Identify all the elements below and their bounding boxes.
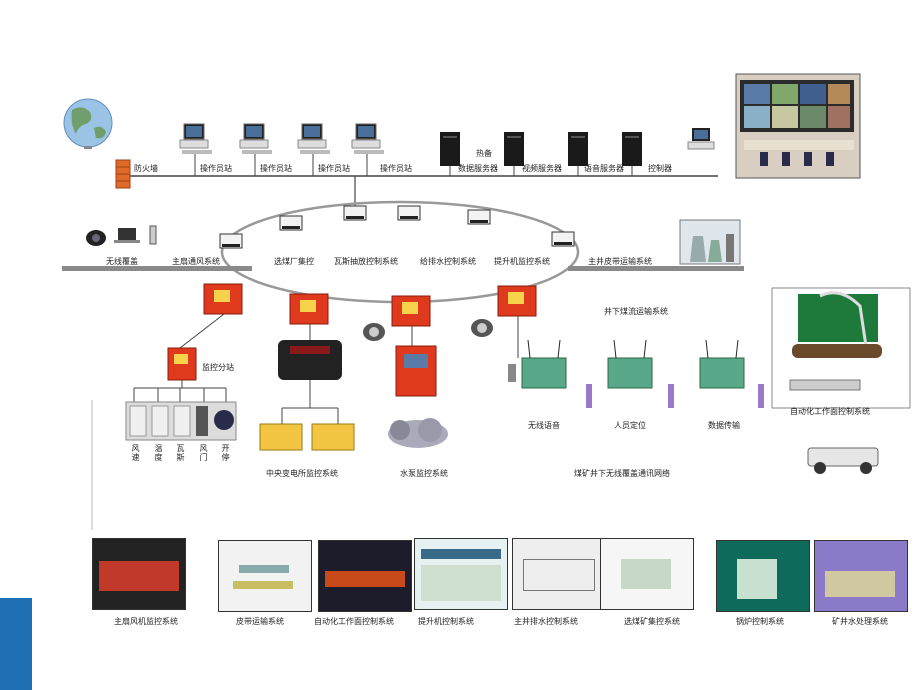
operator-station-label: 操作员站 bbox=[318, 164, 350, 173]
central-substation-label: 中央变电所监控系统 bbox=[266, 469, 338, 478]
sensor-label: 风速 bbox=[131, 444, 140, 462]
sensor-panel-image bbox=[125, 401, 237, 441]
ring-node-label: 瓦斯抽放控制系统 bbox=[334, 257, 398, 266]
laptop-icon bbox=[114, 228, 140, 243]
ring-node-label: 主扇通风系统 bbox=[172, 257, 220, 266]
server-label: 语音服务器 bbox=[584, 164, 624, 173]
wireless-coverage-label: 无线覆盖 bbox=[106, 257, 138, 266]
wireless-node-icon bbox=[699, 339, 745, 389]
firewall-icon bbox=[115, 159, 131, 189]
red-station-icon bbox=[391, 295, 431, 327]
server-label: 视频服务器 bbox=[522, 164, 562, 173]
connector bbox=[281, 380, 339, 424]
sensor-label: 温度 bbox=[154, 444, 163, 462]
sub-station-icon bbox=[167, 347, 197, 381]
wireless-network-label: 煤矿井下无线覆盖通讯网络 bbox=[574, 469, 670, 478]
sensor-label: 开停 bbox=[221, 444, 230, 462]
screenshot-boiler bbox=[716, 540, 810, 612]
red-station-icon bbox=[289, 293, 329, 325]
server-icon bbox=[504, 132, 524, 176]
yellow-box-icon bbox=[311, 423, 355, 451]
ring-node-label: 提升机监控系统 bbox=[494, 257, 550, 266]
red-station-icon bbox=[497, 285, 537, 317]
screenshot-label: 主井排水控制系统 bbox=[514, 617, 578, 626]
ring-switch-icon bbox=[219, 233, 243, 249]
power-plant-image bbox=[679, 219, 741, 265]
wireless-voice-label: 无线语音 bbox=[528, 421, 560, 430]
personnel-label: 人员定位 bbox=[614, 421, 646, 430]
blue-side-tab bbox=[0, 598, 32, 690]
screenshot-label: 皮带运输系统 bbox=[236, 617, 284, 626]
screenshot-label: 选煤矿集控系统 bbox=[624, 617, 680, 626]
control-room-image bbox=[735, 73, 861, 179]
camera-icon bbox=[86, 230, 106, 246]
screenshot-belt bbox=[218, 540, 312, 612]
handheld-icon bbox=[586, 384, 592, 408]
sensor-label: 瓦斯 bbox=[176, 444, 185, 462]
workface-label: 自动化工作面控制系统 bbox=[790, 407, 870, 416]
ring-switch-icon bbox=[397, 205, 421, 221]
screenshot-hoist bbox=[414, 538, 508, 610]
control-cabinet-icon bbox=[395, 345, 437, 397]
switchgear-icon bbox=[278, 340, 342, 380]
operator-station-icon bbox=[351, 123, 384, 176]
firewall-label: 防火墙 bbox=[134, 164, 158, 173]
screenshot-label: 锅炉控制系统 bbox=[736, 617, 784, 626]
ground-strip-right bbox=[568, 266, 744, 271]
operator-station-icon bbox=[239, 123, 272, 176]
handheld-icon bbox=[668, 384, 674, 408]
screenshot-label: 矿井水处理系统 bbox=[832, 617, 888, 626]
screenshot-workface bbox=[318, 540, 412, 612]
workface-image bbox=[771, 287, 911, 409]
red-station-icon bbox=[203, 283, 243, 315]
yellow-box-icon bbox=[259, 423, 303, 451]
operator-station-label: 操作员站 bbox=[200, 164, 232, 173]
server-label: 控制器 bbox=[648, 164, 672, 173]
wireless-node-icon bbox=[521, 339, 567, 389]
server-icon bbox=[568, 132, 588, 176]
globe-icon bbox=[63, 98, 113, 149]
hot-standby-label: 热备 bbox=[476, 149, 492, 158]
handheld-icon bbox=[149, 225, 157, 245]
data-transfer-label: 数据传输 bbox=[708, 421, 740, 430]
ring-node-label: 给排水控制系统 bbox=[420, 257, 476, 266]
operator-station-label: 操作员站 bbox=[260, 164, 292, 173]
handheld-icon bbox=[758, 384, 764, 408]
ring-switch-icon bbox=[279, 215, 303, 231]
operator-station-label: 操作员站 bbox=[380, 164, 412, 173]
mine-vehicle-icon bbox=[807, 447, 879, 474]
pump-icon bbox=[388, 418, 448, 448]
screenshot-coal-prep bbox=[600, 538, 694, 610]
screenshot-water bbox=[814, 540, 908, 612]
sensor-label: 风门 bbox=[199, 444, 208, 462]
server-label: 数据服务器 bbox=[458, 164, 498, 173]
control-station-icon bbox=[687, 128, 715, 150]
operator-station-icon bbox=[179, 123, 212, 176]
ring-node-label: 选煤厂集控 bbox=[274, 257, 314, 266]
coal-flow-label: 井下煤流运输系统 bbox=[604, 307, 668, 316]
screenshot-drainage bbox=[512, 538, 606, 610]
screenshot-fan bbox=[92, 538, 186, 610]
screenshot-label: 主扇风机监控系统 bbox=[114, 617, 178, 626]
server-icon bbox=[440, 132, 460, 176]
sensor-tree bbox=[133, 380, 227, 402]
camera-icon bbox=[471, 319, 493, 337]
ring-switch-icon bbox=[551, 231, 575, 247]
pump-label: 水泵监控系统 bbox=[400, 469, 448, 478]
screenshot-label: 自动化工作面控制系统 bbox=[314, 617, 394, 626]
ground-strip-left bbox=[62, 266, 252, 271]
ring-switch-icon bbox=[467, 209, 491, 225]
ring-node-label: 主井皮带运输系统 bbox=[588, 257, 652, 266]
ring-switch-icon bbox=[343, 205, 367, 221]
connector bbox=[179, 313, 225, 349]
handheld-icon bbox=[508, 364, 516, 382]
server-icon bbox=[622, 132, 642, 176]
screenshot-label: 提升机控制系统 bbox=[418, 617, 474, 626]
camera-icon bbox=[363, 323, 385, 341]
operator-station-icon bbox=[297, 123, 330, 176]
wireless-node-icon bbox=[607, 339, 653, 389]
sub-station-label: 监控分站 bbox=[202, 363, 234, 372]
